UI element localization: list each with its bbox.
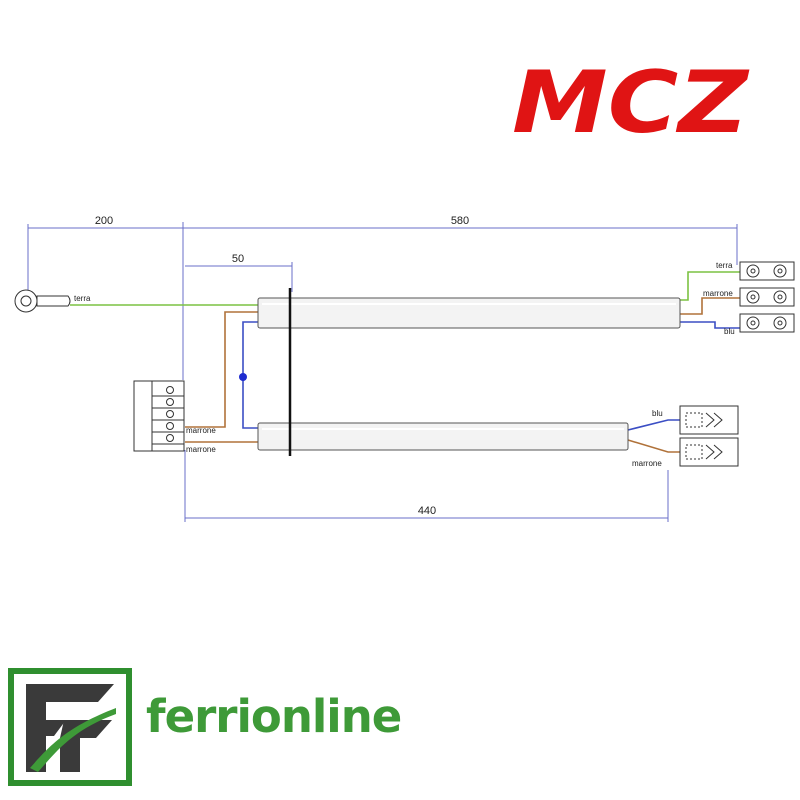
terminal-block — [739, 261, 795, 333]
blue-wire-faston — [627, 419, 680, 431]
ferrionline-logo-text: ferrionline — [146, 690, 402, 743]
dim-580: 580 — [451, 215, 469, 227]
mcz-logo: MCZ — [512, 60, 750, 140]
mcz-logo-text: MCZ — [512, 60, 750, 140]
earth-wire-right — [680, 271, 742, 301]
dim-440: 440 — [418, 505, 436, 517]
sheath-top — [257, 297, 681, 329]
dimension-lines — [27, 222, 738, 522]
brown-wire-faston — [627, 439, 680, 453]
dim-50: 50 — [232, 253, 244, 265]
dim-200: 200 — [95, 215, 113, 227]
label-terra-left: terra — [74, 294, 91, 303]
splice-dot — [239, 373, 247, 381]
brown-wire-right — [680, 297, 742, 315]
sheath-bottom — [257, 422, 629, 451]
plug-connector — [133, 380, 185, 452]
label-blu-right: blu — [724, 327, 735, 336]
brown-wire-connector-1 — [185, 311, 258, 428]
label-blu-faston: blu — [652, 409, 663, 418]
label-marrone-faston: marrone — [632, 459, 662, 468]
blue-wire-right — [680, 321, 742, 329]
label-marrone-right: marrone — [703, 289, 733, 298]
faston-connector-blue — [679, 405, 739, 435]
label-terra-right: terra — [716, 261, 733, 270]
wiring-diagram: 200 580 50 440 — [14, 215, 795, 522]
ferrionline-logo-icon — [8, 668, 132, 786]
label-marrone-connector-2: marrone — [186, 445, 216, 454]
ring-terminal — [14, 289, 71, 313]
label-marrone-connector-1: marrone — [186, 426, 216, 435]
faston-connector-brown — [679, 437, 739, 467]
